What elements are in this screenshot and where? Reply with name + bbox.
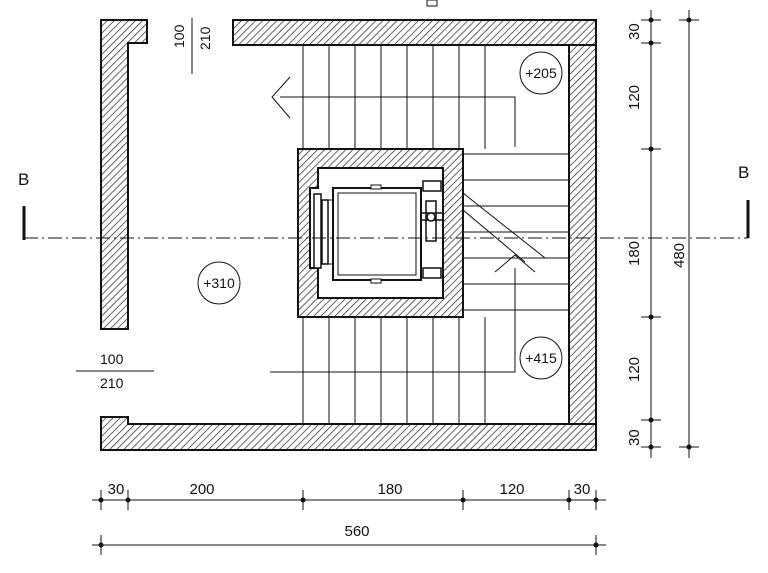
dim-right-total: 480 — [671, 243, 688, 268]
dim-bottom-e: 30 — [574, 481, 591, 498]
arrow-up-right-flight — [494, 254, 536, 273]
level-marker-lower: +415 — [519, 336, 563, 380]
door-left-height: 210 — [100, 375, 124, 391]
walls — [100, 19, 597, 451]
elevator-door-panel — [313, 193, 322, 269]
svg-text:+310: +310 — [203, 275, 235, 291]
level-marker-upper: +205 — [519, 51, 563, 95]
dim-bottom-total: 560 — [344, 523, 369, 540]
guide-rail — [422, 267, 442, 279]
walking-line — [270, 76, 536, 373]
dimension-chain-right: 30 120 180 120 30 480 — [626, 10, 699, 458]
dim-bottom-c: 180 — [377, 481, 402, 498]
dim-bottom-a: 30 — [108, 481, 125, 498]
door-top-height: 210 — [197, 26, 213, 50]
dim-right-a: 30 — [626, 23, 643, 40]
stair-treads-right-flight — [463, 153, 569, 311]
stair-treads-lower — [302, 317, 486, 424]
door-label-top: 100 210 — [171, 18, 213, 74]
door-left-width: 100 — [100, 351, 124, 367]
dim-right-b: 120 — [626, 85, 643, 110]
arrow-up-left — [271, 76, 291, 119]
section-label-right: B — [738, 163, 749, 182]
dimension-chain-bottom: 30 200 180 120 30 560 — [92, 481, 606, 555]
door-top-width: 100 — [171, 24, 187, 48]
wall-left — [100, 19, 148, 330]
elevator-car — [313, 180, 443, 284]
guide-rail — [422, 180, 442, 192]
section-line-b-b: B B — [18, 163, 750, 240]
dim-right-e: 30 — [626, 429, 643, 446]
wall-bottom — [100, 416, 597, 451]
wall-right — [568, 44, 597, 451]
dim-bottom-d: 120 — [499, 481, 524, 498]
top-door-marker — [426, 0, 438, 7]
wall-top — [232, 19, 597, 46]
stair-diagonal — [462, 192, 546, 263]
elevator-cabin — [332, 187, 422, 281]
elevator-door-panel — [321, 199, 329, 265]
level-marker-middle: +310 — [197, 261, 241, 305]
section-label-left: B — [18, 170, 29, 189]
dim-right-d: 120 — [626, 357, 643, 382]
door-label-left: 100 210 — [76, 351, 154, 391]
svg-text:+415: +415 — [525, 350, 557, 366]
dim-right-c: 180 — [626, 241, 643, 266]
svg-text:+205: +205 — [525, 65, 557, 81]
dim-bottom-b: 200 — [189, 481, 214, 498]
